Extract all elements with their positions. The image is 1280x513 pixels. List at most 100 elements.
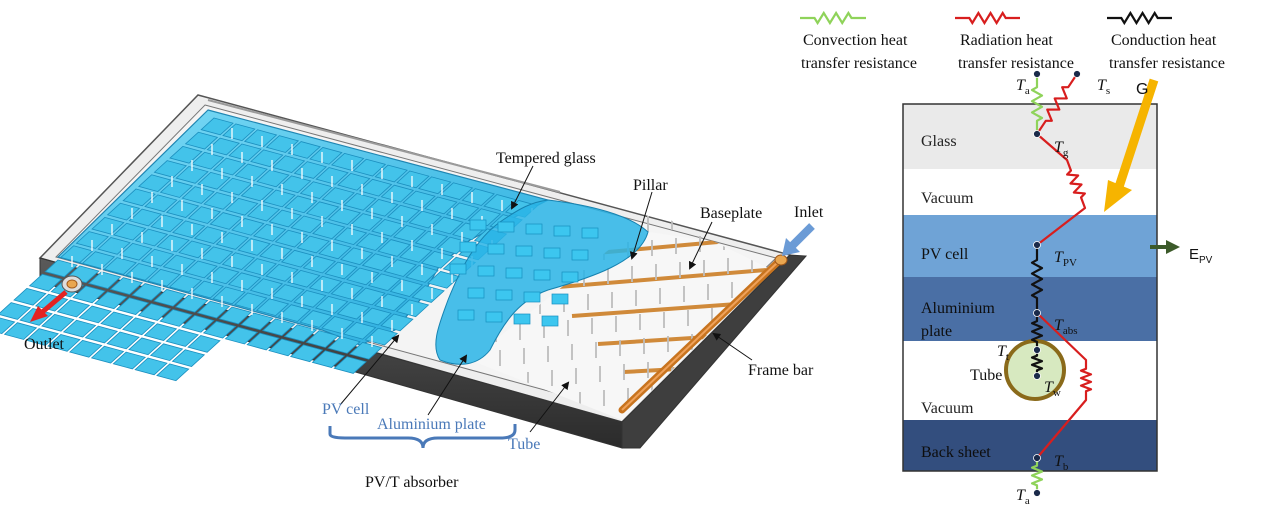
pv-cell-tile: [184, 260, 218, 279]
pv-cell-tile: [203, 192, 237, 210]
pv-cell-tile: [25, 328, 59, 346]
pvt-collector-illustration: [0, 94, 815, 449]
pv-cell-tile: [461, 188, 495, 206]
radiation-resistor: [1036, 312, 1093, 459]
label-tempered-glass: Tempered glass: [496, 150, 596, 167]
pv-cell-tile: [169, 145, 203, 164]
pv-cell-tile: [284, 195, 318, 214]
flap-cell-tile: [533, 269, 551, 281]
pv-cell-tile: [109, 277, 144, 295]
pv-cell-tile: [367, 273, 402, 292]
legend-radiation-line1: Radiation heat: [960, 32, 1053, 49]
pv-cell-tile: [206, 266, 240, 285]
epv-arrow-icon: [1150, 240, 1180, 254]
pv-cell-tile: [374, 293, 408, 312]
pv-cell-tile: [209, 212, 243, 230]
pv-cell-tile: [200, 117, 234, 136]
node-dot-ta_bottom: [1033, 489, 1041, 497]
pv-cell-tile: [339, 247, 374, 266]
pv-cell-tile: [327, 207, 362, 225]
pv-cell-tile: [159, 180, 194, 198]
legend-conduction-swatch: [1107, 10, 1172, 26]
pv-cell-tile: [252, 223, 287, 242]
pv-cell-tile: [234, 163, 268, 182]
pv-cell-tile: [280, 249, 315, 268]
pv-cell-tile: [299, 310, 333, 328]
layer-label-back-sheet: Back sheet: [921, 444, 991, 461]
flap-cell-tile: [459, 241, 477, 253]
pv-cell-tile: [181, 314, 215, 333]
pv-cell-tile: [299, 181, 334, 199]
pv-cell-tile: [168, 274, 203, 293]
flap-cell-tile: [561, 271, 579, 283]
pv-cell-tile: [72, 285, 106, 304]
pv-cell-tile: [131, 283, 165, 301]
legend-radiation-swatch: [955, 10, 1020, 26]
pv-cell-tile: [259, 243, 293, 262]
pv-cell-tile: [84, 325, 119, 344]
layer-aluminium-plate: [903, 277, 1157, 341]
pv-cell-tile: [137, 174, 172, 193]
layer-label-plate-line2: plate: [921, 323, 952, 340]
layer-pv-cell: [903, 215, 1157, 277]
convection-resistor: [1030, 74, 1044, 134]
flap-cell-tile: [571, 249, 589, 261]
radiation-resistor: [1036, 73, 1078, 135]
label-baseplate: Baseplate: [700, 205, 762, 222]
pv-cell-tile: [231, 217, 265, 236]
node-label-ts: Ts: [1097, 77, 1110, 97]
tempered-glass-edge: [207, 99, 561, 193]
pv-cell-tile: [261, 318, 296, 337]
pv-cell-tile: [181, 186, 215, 204]
pv-cell-tile: [199, 246, 234, 265]
pv-cell-tile: [250, 149, 284, 168]
pv-cell-tile: [380, 313, 414, 332]
pv-cell-tile: [106, 331, 140, 350]
pv-cell-tile: [246, 203, 281, 222]
pv-cell-tile: [78, 305, 112, 324]
pv-cell-tile: [13, 287, 47, 306]
pv-cell-tile: [69, 339, 103, 358]
tube-label: Tube: [970, 367, 1002, 384]
pv-cell-tile: [178, 240, 212, 259]
pv-cell-tile: [330, 152, 365, 171]
thermal-resistance-network: Glass Vacuum PV cell Aluminium plate Vac…: [800, 10, 1225, 507]
pv-cell-tile: [262, 189, 296, 208]
frame-side-right: [621, 254, 808, 449]
layer-label-glass: Glass: [921, 133, 957, 150]
convection-resistor: [1030, 458, 1044, 493]
pv-cell-tile: [119, 242, 153, 261]
label-frame-bar: Frame bar: [748, 362, 814, 379]
pv-cell-tile: [90, 345, 125, 364]
pv-cell-tile: [439, 182, 474, 201]
flap-cell-tile: [469, 219, 487, 231]
legend-radiation-line2: transfer resistance: [958, 55, 1074, 72]
node-dot-tpv: [1033, 241, 1041, 249]
pv-cell-tile: [134, 357, 168, 376]
pv-cell-tile: [149, 343, 184, 362]
pv-cell-tile: [377, 239, 411, 257]
pv-cell-tile: [87, 271, 122, 290]
pv-cell-tile: [309, 146, 343, 165]
pv-cell-tile: [396, 170, 430, 189]
pv-cell-tile: [327, 336, 361, 354]
pv-cell-tile: [190, 280, 225, 299]
pv-cell-tile: [256, 169, 290, 188]
pv-cell-tile: [106, 202, 141, 221]
pv-cell-tile: [94, 291, 128, 310]
pv-cell-tile: [289, 344, 324, 363]
flap-cell-tile: [525, 223, 543, 235]
layer-back-sheet: [903, 420, 1157, 471]
pv-cell-tile: [445, 202, 480, 221]
pv-cell-tile: [271, 155, 306, 173]
inlet-fitting: [774, 254, 788, 266]
flap-cell-tile: [543, 247, 561, 259]
node-dot-ts: [1073, 70, 1081, 78]
pv-cell-tile: [140, 248, 175, 267]
node-label-tb: Tb: [1054, 453, 1069, 473]
pv-cell-tile: [159, 309, 193, 327]
pv-cell-tile: [411, 285, 445, 303]
pv-cell-tile: [218, 306, 252, 325]
pv-cell-tile: [374, 164, 408, 183]
